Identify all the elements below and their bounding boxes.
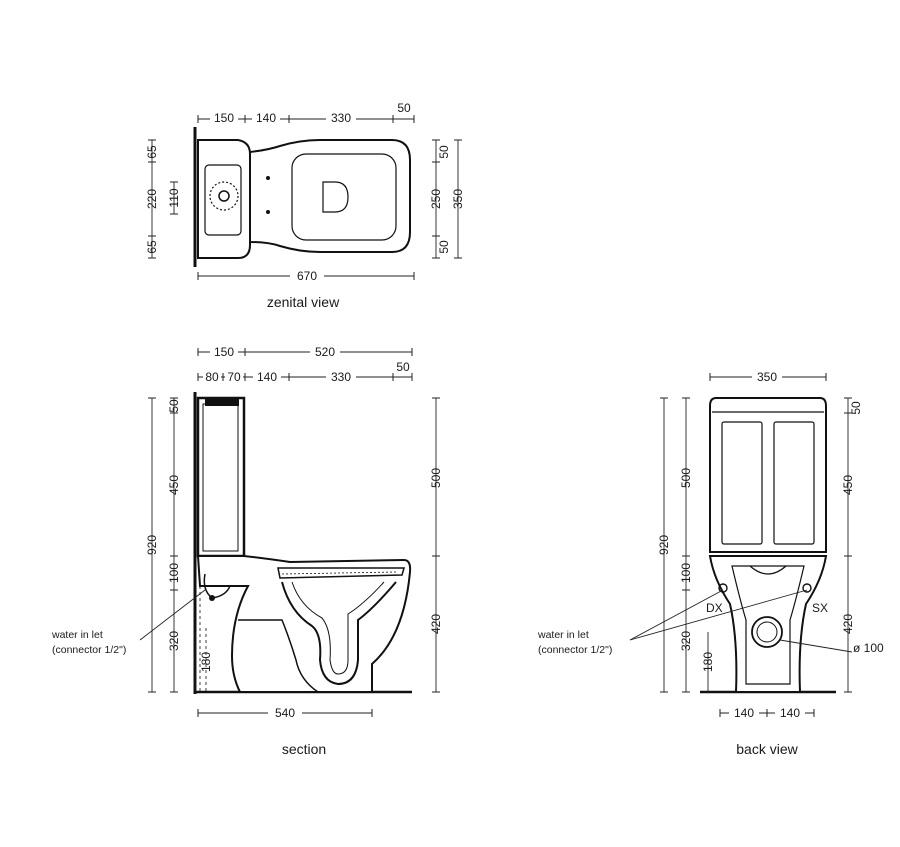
section-trapway bbox=[281, 581, 397, 686]
back-left-dim-920: 920 bbox=[657, 535, 671, 555]
zenital-drain bbox=[322, 181, 349, 213]
section-view: 150 520 80 70 140 330 50 920 50 450 100 bbox=[51, 345, 443, 757]
back-trap-curve bbox=[749, 565, 787, 575]
zenital-bowl bbox=[249, 139, 411, 253]
back-right-dim-450: 450 bbox=[841, 475, 855, 495]
back-bottom-dim-1: 140 bbox=[734, 706, 754, 720]
zen-left-dim-1: 65 bbox=[145, 145, 159, 159]
water-inlet-label-line2: (connector 1/2") bbox=[52, 644, 126, 656]
zen-top-dim-4: 50 bbox=[397, 101, 411, 115]
sx-label: SX bbox=[812, 601, 828, 615]
back-caption: back view bbox=[736, 741, 798, 757]
sec-top1-dim-2: 520 bbox=[315, 345, 335, 359]
back-tank bbox=[709, 397, 827, 553]
sec-left-dim-100: 100 bbox=[167, 563, 181, 583]
sec-top1-dim-1: 150 bbox=[214, 345, 234, 359]
sec-top2-dim-4: 330 bbox=[331, 370, 351, 384]
back-tank-panel-right bbox=[773, 421, 815, 545]
zen-top-dim-2: 140 bbox=[256, 111, 276, 125]
dx-label: DX bbox=[706, 601, 723, 615]
flush-button-outer bbox=[209, 181, 239, 211]
zen-right-dim-4: 350 bbox=[451, 189, 465, 209]
section-seat bbox=[277, 567, 405, 579]
zen-top-dim-3: 330 bbox=[331, 111, 351, 125]
back-right-dim-420: 420 bbox=[841, 614, 855, 634]
sec-bottom-dim: 540 bbox=[275, 706, 295, 720]
back-left-dim-320: 320 bbox=[679, 631, 693, 651]
sec-right-dim-420: 420 bbox=[429, 614, 443, 634]
section-trapway-inner bbox=[291, 581, 385, 675]
seat-hinge-icon bbox=[266, 176, 270, 180]
back-tank-panel-left bbox=[721, 421, 763, 545]
back-left-dim-180: 180 bbox=[701, 652, 715, 672]
zen-left-dim-3: 110 bbox=[167, 188, 181, 207]
zenital-caption: zenital view bbox=[267, 294, 340, 310]
zenital-seat-opening bbox=[291, 153, 397, 241]
water-inlet-connector-icon bbox=[718, 583, 728, 593]
seat-hinge-icon bbox=[266, 210, 270, 214]
back-water-inlet-label-line1: water in let bbox=[537, 629, 589, 641]
zen-left-dim-4: 65 bbox=[145, 240, 159, 254]
back-bowl bbox=[708, 555, 828, 693]
back-left-dim-100: 100 bbox=[679, 563, 693, 583]
back-left-dim-500: 500 bbox=[679, 468, 693, 488]
sec-right-dim-500: 500 bbox=[429, 468, 443, 488]
zen-right-dim-1: 50 bbox=[437, 145, 451, 159]
section-caption: section bbox=[282, 741, 326, 757]
back-bowl-inner bbox=[731, 565, 805, 685]
zen-right-dim-3: 50 bbox=[437, 240, 451, 254]
back-view: DX SX water in let (connector 1/2") ø 10… bbox=[537, 370, 884, 757]
back-water-inlet-label-line2: (connector 1/2") bbox=[538, 644, 612, 656]
zen-top-dim-1: 150 bbox=[214, 111, 234, 125]
section-foot bbox=[238, 619, 319, 693]
section-tank-lid bbox=[205, 398, 239, 406]
outlet-diameter-label: ø 100 bbox=[853, 641, 884, 655]
zen-right-dim-2: 250 bbox=[429, 189, 443, 209]
drain-outlet-icon bbox=[751, 616, 783, 648]
sec-top2-dim-3: 140 bbox=[257, 370, 277, 384]
water-inlet-connector-icon bbox=[802, 583, 812, 593]
sec-left-dim-920: 920 bbox=[145, 535, 159, 555]
zenital-view: 150 140 330 50 65 220 110 65 50 250 50 3… bbox=[145, 101, 465, 310]
flush-button-icon bbox=[218, 190, 230, 202]
sec-left-dim-180: 180 bbox=[199, 652, 213, 672]
zenital-tank bbox=[197, 139, 251, 259]
back-right-dim-50: 50 bbox=[849, 401, 863, 415]
sec-left-dim-320: 320 bbox=[167, 631, 181, 651]
water-inlet-label-line1: water in let bbox=[51, 629, 103, 641]
section-tank bbox=[196, 396, 246, 558]
sec-left-dim-450: 450 bbox=[167, 475, 181, 495]
back-bottom-dim-2: 140 bbox=[780, 706, 800, 720]
back-top-dim: 350 bbox=[757, 370, 777, 384]
sec-top2-dim-2: 70 bbox=[227, 370, 241, 384]
sec-top2-dim-5: 50 bbox=[396, 360, 410, 374]
zenital-tank-inner bbox=[204, 164, 242, 236]
sec-left-dim-50: 50 bbox=[167, 399, 181, 413]
zen-bottom-dim: 670 bbox=[297, 269, 317, 283]
sec-top2-dim-1: 80 bbox=[205, 370, 219, 384]
zen-left-dim-2: 220 bbox=[145, 189, 159, 209]
